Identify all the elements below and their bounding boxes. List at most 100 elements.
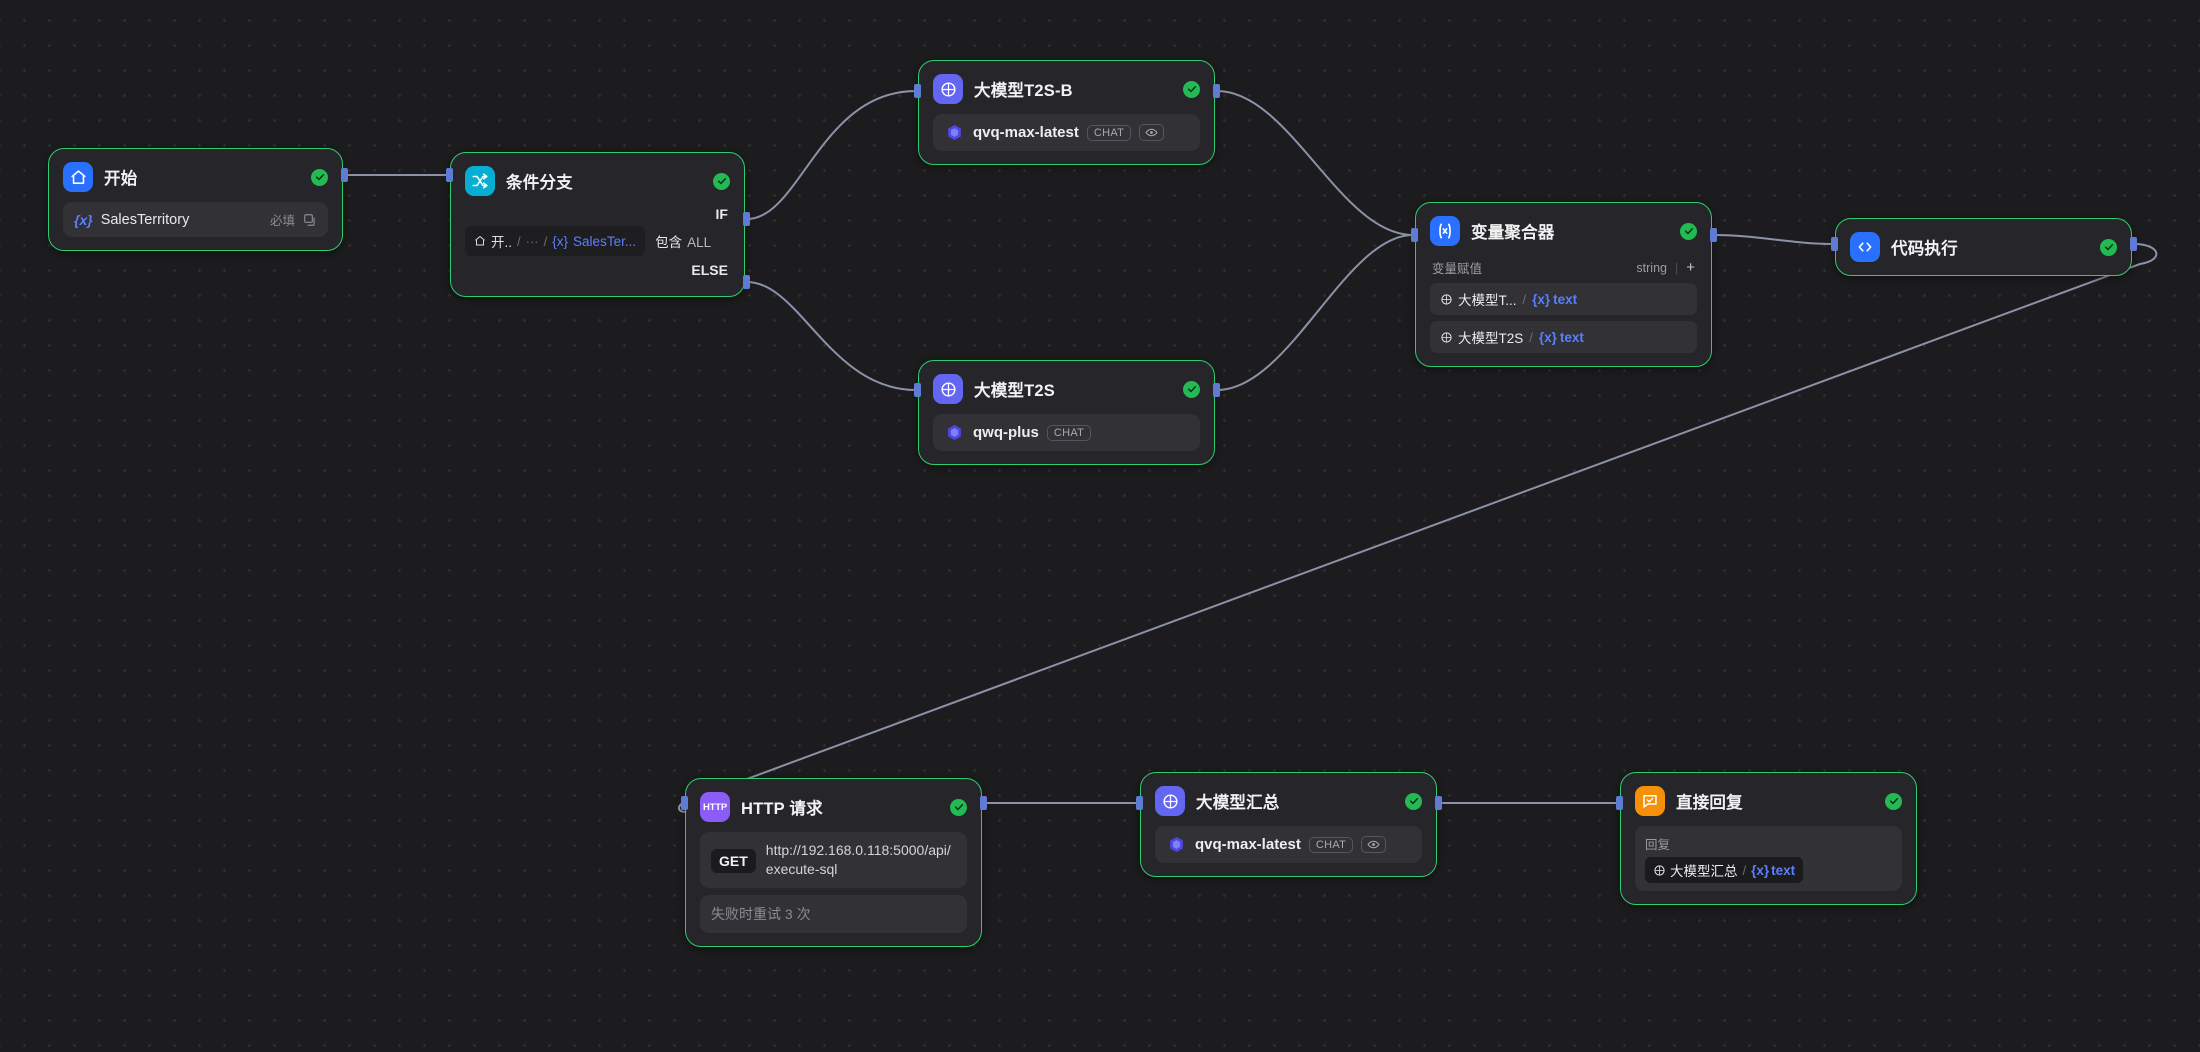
http-url-row[interactable]: GET http://192.168.0.118:5000/api/execut… <box>700 832 967 888</box>
copy-icon[interactable] <box>303 213 317 227</box>
handle-t2sb-in[interactable] <box>914 84 921 98</box>
variable-name: SalesTerritory <box>100 211 190 228</box>
handle-summary-out[interactable] <box>1435 796 1442 810</box>
node-branch-header: 条件分支 <box>451 153 744 206</box>
llm-icon <box>933 374 963 404</box>
separator: / <box>1529 329 1533 345</box>
eye-icon[interactable] <box>1139 124 1165 141</box>
model-tag: CHAT <box>1308 836 1354 853</box>
aggregator-section-header: 变量赋值 string | + <box>1430 256 1697 283</box>
operator-scope: ALL <box>687 235 712 250</box>
node-llm-t2s-b[interactable]: 大模型T2S-B qvq-max-latest CHAT <box>918 60 1215 165</box>
node-conditional-branch[interactable]: 条件分支 IF 开.. / ··· / {x} SalesTer... <box>450 152 745 297</box>
model-row[interactable]: qvq-max-latest CHAT <box>1155 826 1422 863</box>
status-badge <box>1680 222 1697 240</box>
edge-t2s-to-agg <box>1216 234 1414 391</box>
tongyi-icon <box>1166 834 1187 855</box>
node-code-execution[interactable]: 代码执行 <box>1835 218 2132 276</box>
handle-answer-in[interactable] <box>1616 796 1623 810</box>
node-start[interactable]: 开始 {x} SalesTerritory 必填 <box>48 148 343 251</box>
status-badge <box>1183 80 1200 98</box>
status-badge <box>2100 238 2117 256</box>
node-code-title: 代码执行 <box>1891 240 1958 258</box>
edge-branch-else-to-t2s <box>746 281 917 391</box>
start-variable-row[interactable]: {x} SalesTerritory 必填 <box>63 202 328 237</box>
answer-reply-box[interactable]: 回复 大模型汇总 / {x} text <box>1635 826 1902 891</box>
edge-agg-to-code <box>1713 234 1834 245</box>
handle-agg-out[interactable] <box>1710 228 1717 242</box>
aggregator-item-node: 大模型T... <box>1458 293 1517 308</box>
answer-reply-label: 回复 <box>1645 838 1671 852</box>
node-llm-summary-body: qvq-max-latest CHAT <box>1141 826 1436 876</box>
llm-icon <box>1440 293 1453 306</box>
llm-icon <box>933 74 963 104</box>
answer-ref-var-prefix: {x} <box>1751 862 1770 878</box>
node-answer-body: 回复 大模型汇总 / {x} text <box>1621 826 1916 904</box>
node-llm-t2s[interactable]: 大模型T2S qwq-plus CHAT <box>918 360 1215 465</box>
node-llm-summary-header: 大模型汇总 <box>1141 773 1436 826</box>
handle-code-out[interactable] <box>2130 237 2137 251</box>
condition-var-prefix: {x} <box>552 233 569 249</box>
eye-icon[interactable] <box>1361 836 1387 853</box>
model-row[interactable]: qvq-max-latest CHAT <box>933 114 1200 151</box>
handle-http-in[interactable] <box>681 796 688 810</box>
handle-t2s-in[interactable] <box>914 383 921 397</box>
branch-condition-row[interactable]: 开.. / ··· / {x} SalesTer... 包含 ALL <box>465 226 730 256</box>
condition-var: SalesTer... <box>573 233 637 249</box>
handle-code-in[interactable] <box>1831 237 1838 251</box>
aggregator-output-type: string <box>1636 260 1667 275</box>
aggregator-section-label: 变量赋值 <box>1432 262 1483 276</box>
node-aggregator-header: 变量聚合器 <box>1416 203 1711 256</box>
handle-t2sb-out[interactable] <box>1213 84 1220 98</box>
handle-start-out[interactable] <box>341 168 348 182</box>
divider: | <box>1674 260 1679 275</box>
model-tag: CHAT <box>1046 424 1092 441</box>
node-llm-t2s-b-header: 大模型T2S-B <box>919 61 1214 114</box>
branch-icon <box>465 166 495 196</box>
http-method: GET <box>711 849 756 873</box>
aggregator-item-var-prefix: {x} <box>1532 291 1551 307</box>
status-badge <box>1405 792 1422 810</box>
required-label: 必填 <box>269 214 295 228</box>
node-answer-title: 直接回复 <box>1676 794 1743 812</box>
handle-branch-if-out[interactable] <box>743 212 750 226</box>
branch-if-label: IF <box>715 206 728 222</box>
model-tag: CHAT <box>1086 124 1132 141</box>
model-row[interactable]: qwq-plus CHAT <box>933 414 1200 451</box>
handle-summary-in[interactable] <box>1136 796 1143 810</box>
answer-icon <box>1635 786 1665 816</box>
model-name: qwq-plus <box>973 424 1039 441</box>
node-aggregator-body: 变量赋值 string | + 大模型T... / {x} text 大模型T2… <box>1416 256 1711 366</box>
status-badge <box>950 798 967 816</box>
status-badge <box>1885 792 1902 810</box>
answer-reply-ref[interactable]: 大模型汇总 / {x} text <box>1645 857 1804 883</box>
node-aggregator-title: 变量聚合器 <box>1471 224 1555 242</box>
node-direct-answer[interactable]: 直接回复 回复 大模型汇总 / {x} text <box>1620 772 1917 905</box>
variable-icon <box>1430 216 1460 246</box>
condition-variable-chip[interactable]: 开.. / ··· / {x} SalesTer... <box>465 226 646 256</box>
node-answer-header: 直接回复 <box>1621 773 1916 826</box>
handle-agg-in[interactable] <box>1411 228 1418 242</box>
node-http-body: GET http://192.168.0.118:5000/api/execut… <box>686 832 981 946</box>
node-llm-summary[interactable]: 大模型汇总 qvq-max-latest CHAT <box>1140 772 1437 877</box>
add-variable-button[interactable]: + <box>1686 259 1695 276</box>
handle-branch-else-out[interactable] <box>743 275 750 289</box>
node-http-request[interactable]: HTTP HTTP 请求 GET http://192.168.0.118:50… <box>685 778 982 947</box>
node-http-title: HTTP 请求 <box>741 800 823 818</box>
edge-t2sb-to-agg <box>1216 90 1414 236</box>
aggregator-item[interactable]: 大模型T... / {x} text <box>1430 283 1697 315</box>
aggregator-item-node: 大模型T2S <box>1458 331 1524 346</box>
handle-http-out[interactable] <box>980 796 987 810</box>
answer-ref-var: text <box>1771 862 1796 878</box>
handle-branch-in[interactable] <box>446 168 453 182</box>
node-start-title: 开始 <box>104 170 138 188</box>
node-variable-aggregator[interactable]: 变量聚合器 变量赋值 string | + 大模型T... / {x} text <box>1415 202 1712 367</box>
handle-t2s-out[interactable] <box>1213 383 1220 397</box>
model-name: qvq-max-latest <box>973 124 1079 141</box>
llm-icon <box>1653 864 1666 877</box>
aggregator-item[interactable]: 大模型T2S / {x} text <box>1430 321 1697 353</box>
status-badge <box>311 168 328 186</box>
operator-label: 包含 <box>655 235 683 250</box>
